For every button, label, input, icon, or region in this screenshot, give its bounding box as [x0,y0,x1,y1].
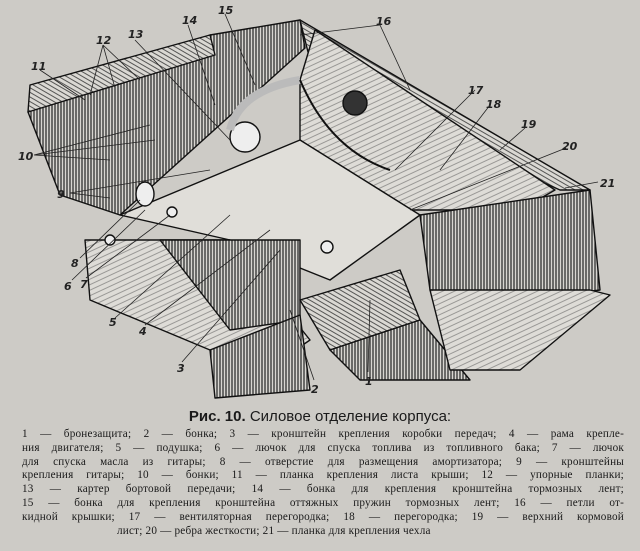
callout-5: 5 [109,316,117,329]
callout-19: 19 [521,118,537,131]
callout-21: 21 [600,177,615,190]
callout-16: 16 [376,15,392,28]
callout-8: 8 [71,257,79,270]
callout-4: 4 [138,325,147,338]
callout-17: 17 [468,84,484,97]
figure-title: Силовое отделение корпуса: [249,408,452,425]
callout-labels: 1 2 3 4 5 6 7 8 9 10 11 12 13 14 15 16 1… [18,4,615,396]
callout-6: 6 [64,280,72,293]
legend-line: ния двигателя; 5 — подушка; 6 — лючок дл… [22,441,624,454]
legend-line: 13 — картер бортовой передачи; 14 — бонк… [22,483,624,496]
callout-14: 14 [182,14,197,27]
hull-engine-compartment-drawing: 1 2 3 4 5 6 7 8 9 10 11 12 13 14 15 16 1… [18,4,615,399]
legend-line: 1 — бронезащита; 2 — бонка; 3 — кронштей… [22,428,624,440]
hull-body [27,19,611,399]
legend-line: крепления гитары; 10 — бонки; 11 — планк… [22,469,624,482]
callout-2: 2 [311,383,319,396]
callout-10: 10 [18,150,34,163]
callout-1: 1 [365,375,373,388]
callout-9: 9 [57,188,65,201]
legend-line: для спуска масла из гитары; 8 — отверсти… [22,455,624,468]
legend-line: лист; 20 — ребра жесткости; 21 — планка … [117,524,431,537]
figure-legend: 1 — бронезащита; 2 — бонка; 3 — кронштей… [22,428,624,538]
callout-13: 13 [128,28,144,41]
callout-20: 20 [562,140,578,153]
figure-caption-title: Рис. 10. Силовое отделение корпуса: [0,408,640,425]
callout-12: 12 [96,34,112,47]
leader-lines [33,13,599,381]
legend-line: кидной крышки; 17 — вентиляторная перего… [22,510,624,523]
callout-15: 15 [218,4,234,17]
callout-7: 7 [80,278,88,291]
figure-number: Рис. 10. [188,408,246,425]
legend-line: 15 — бонка для крепления кронштейна оття… [22,496,624,509]
callout-3: 3 [177,362,185,375]
callout-18: 18 [486,98,502,111]
callout-11: 11 [31,60,46,73]
